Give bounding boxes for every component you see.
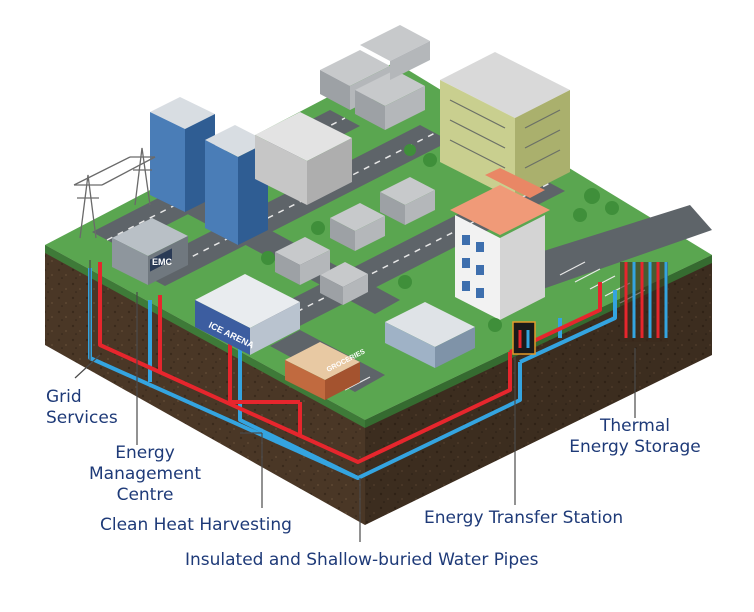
power-pylons [73, 147, 156, 239]
townhouses-top [320, 25, 430, 130]
shopping-centre-building [385, 302, 475, 368]
energy-transfer-station-box [512, 321, 536, 355]
ice-arena-building [195, 274, 300, 355]
label-line: Services [46, 408, 118, 428]
leader-lines [74, 260, 636, 542]
office-towers-left [150, 97, 352, 245]
grocery-building [285, 342, 360, 400]
trees [261, 144, 619, 332]
hot-water-pipes [98, 262, 602, 464]
emc-building [112, 218, 188, 285]
label-thermal-energy-storage: Thermal Energy Storage [560, 416, 710, 458]
label-line: Grid [46, 387, 82, 407]
thermal-storage-wells [620, 262, 668, 342]
label-water-pipes: Insulated and Shallow-buried Water Pipes [185, 550, 539, 570]
label-energy-management-centre: Energy Management Centre [86, 443, 204, 506]
soil-left-face [45, 245, 365, 525]
label-energy-transfer-station: Energy Transfer Station [424, 508, 624, 528]
label-line: Centre [116, 485, 174, 505]
townhouses-middle [275, 177, 435, 305]
label-line: Energy Storage [569, 437, 701, 457]
label-line: Management [89, 464, 201, 484]
emc-sign: EMC [152, 257, 173, 267]
label-line: Energy [115, 443, 175, 463]
apartment-back-right [440, 52, 570, 200]
apartment-orange-roof [450, 168, 550, 320]
ground-edge-left [45, 245, 365, 428]
label-line: Thermal [599, 416, 670, 436]
label-clean-heat-harvesting: Clean Heat Harvesting [100, 515, 292, 535]
label-grid-services: Grid Services [46, 387, 118, 429]
